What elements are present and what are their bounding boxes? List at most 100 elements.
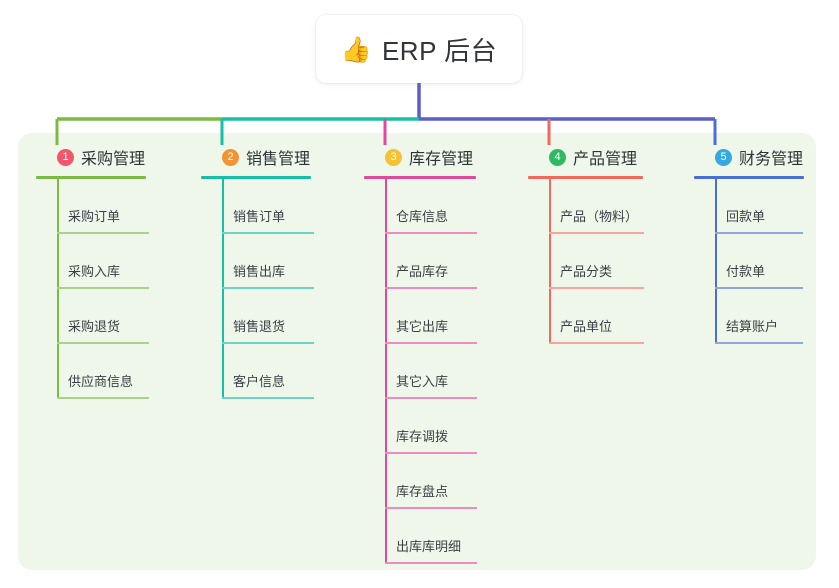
column-4: 4 产品管理产品（物料） 产品分类产品单位 xyxy=(528,145,644,344)
leaf-underline xyxy=(222,232,314,234)
leaf-item[interactable]: 销售退货 xyxy=(201,289,314,344)
column-title: 产品管理 xyxy=(573,151,638,168)
leaf-label: 采购入库 xyxy=(68,264,121,279)
leaf-item[interactable]: 其它入库 xyxy=(364,344,477,399)
leaf-stem xyxy=(57,344,59,399)
column-3: 3 库存管理仓库信息产品库存其它出库其它入库库存调拨库存盘点出库库明细 xyxy=(364,145,477,564)
leaf-stem xyxy=(385,509,387,564)
leaf-underline xyxy=(222,287,314,289)
leaf-underline xyxy=(715,232,803,234)
leaf-label: 付款单 xyxy=(726,264,766,279)
leaf-stem xyxy=(385,179,387,234)
leaf-label: 客户信息 xyxy=(233,374,286,389)
leaf-stem xyxy=(222,289,224,344)
column-title: 采购管理 xyxy=(81,151,146,168)
leaf-stem xyxy=(57,234,59,289)
leaf-list: 回款单付款单结算账户 xyxy=(694,179,804,344)
leaf-stem xyxy=(385,234,387,289)
column-badge-1: 1 xyxy=(57,148,74,166)
leaf-item[interactable]: 结算账户 xyxy=(694,289,804,344)
leaf-item[interactable]: 产品库存 xyxy=(364,234,477,289)
leaf-item[interactable]: 产品分类 xyxy=(528,234,644,289)
leaf-stem xyxy=(549,179,551,234)
leaf-underline xyxy=(222,342,314,344)
leaf-underline xyxy=(385,397,477,399)
column-underline xyxy=(364,176,476,179)
leaf-underline xyxy=(57,232,149,234)
leaf-label: 供应商信息 xyxy=(68,374,134,389)
leaf-list: 采购订单采购入库采购退货供应商信息 xyxy=(36,179,149,399)
leaf-stem xyxy=(715,289,717,344)
leaf-stem xyxy=(222,179,224,234)
column-underline xyxy=(694,176,804,179)
leaf-item[interactable]: 销售出库 xyxy=(201,234,314,289)
leaf-stem xyxy=(385,399,387,454)
leaf-label: 产品（物料） xyxy=(560,209,639,224)
leaf-stem xyxy=(549,289,551,344)
leaf-underline xyxy=(57,342,149,344)
leaf-label: 出库库明细 xyxy=(396,539,462,554)
leaf-stem xyxy=(57,179,59,234)
column-1: 1 采购管理采购订单采购入库采购退货供应商信息 xyxy=(36,145,149,399)
leaf-item[interactable]: 库存调拨 xyxy=(364,399,477,454)
leaf-underline xyxy=(385,232,477,234)
leaf-item[interactable]: 产品（物料） xyxy=(528,179,644,234)
leaf-label: 销售出库 xyxy=(233,264,286,279)
leaf-label: 库存盘点 xyxy=(396,484,449,499)
leaf-label: 仓库信息 xyxy=(396,209,449,224)
thumbs-up-icon: 👍 xyxy=(340,34,372,64)
column-badge-5: 5 xyxy=(715,148,732,166)
leaf-item[interactable]: 采购退货 xyxy=(36,289,149,344)
leaf-underline xyxy=(715,287,803,289)
leaf-item[interactable]: 仓库信息 xyxy=(364,179,477,234)
leaf-underline xyxy=(222,397,314,399)
leaf-stem xyxy=(222,234,224,289)
column-header-1[interactable]: 1 采购管理 xyxy=(36,145,146,169)
leaf-item[interactable]: 供应商信息 xyxy=(36,344,149,399)
leaf-stem xyxy=(715,234,717,289)
column-underline xyxy=(201,176,311,179)
column-badge-2: 2 xyxy=(222,148,239,166)
leaf-label: 采购订单 xyxy=(68,209,121,224)
leaf-label: 其它出库 xyxy=(396,319,449,334)
column-title: 库存管理 xyxy=(409,151,474,168)
leaf-label: 库存调拨 xyxy=(396,429,449,444)
leaf-item[interactable]: 产品单位 xyxy=(528,289,644,344)
leaf-stem xyxy=(385,454,387,509)
leaf-underline xyxy=(549,287,644,289)
leaf-underline xyxy=(385,287,477,289)
column-badge-4: 4 xyxy=(549,148,566,166)
leaf-label: 结算账户 xyxy=(726,319,779,334)
leaf-underline xyxy=(385,562,477,564)
leaf-list: 仓库信息产品库存其它出库其它入库库存调拨库存盘点出库库明细 xyxy=(364,179,477,564)
column-badge-3: 3 xyxy=(385,148,402,166)
root-node[interactable]: 👍 ERP 后台 xyxy=(316,15,522,83)
leaf-underline xyxy=(549,342,644,344)
leaf-item[interactable]: 库存盘点 xyxy=(364,454,477,509)
leaf-item[interactable]: 付款单 xyxy=(694,234,804,289)
leaf-item[interactable]: 回款单 xyxy=(694,179,804,234)
column-underline xyxy=(36,176,146,179)
leaf-stem xyxy=(57,289,59,344)
column-underline xyxy=(528,176,643,179)
column-header-3[interactable]: 3 库存管理 xyxy=(364,145,476,169)
leaf-label: 销售退货 xyxy=(233,319,286,334)
leaf-item[interactable]: 出库库明细 xyxy=(364,509,477,564)
column-header-4[interactable]: 4 产品管理 xyxy=(528,145,643,169)
leaf-label: 采购退货 xyxy=(68,319,121,334)
leaf-list: 销售订单销售出库销售退货客户信息 xyxy=(201,179,314,399)
leaf-label: 其它入库 xyxy=(396,374,449,389)
leaf-stem xyxy=(385,289,387,344)
leaf-item[interactable]: 采购订单 xyxy=(36,179,149,234)
leaf-label: 销售订单 xyxy=(233,209,286,224)
leaf-list: 产品（物料） 产品分类产品单位 xyxy=(528,179,644,344)
leaf-underline xyxy=(385,452,477,454)
leaf-underline xyxy=(385,507,477,509)
leaf-item[interactable]: 其它出库 xyxy=(364,289,477,344)
leaf-item[interactable]: 采购入库 xyxy=(36,234,149,289)
leaf-item[interactable]: 客户信息 xyxy=(201,344,314,399)
leaf-item[interactable]: 销售订单 xyxy=(201,179,314,234)
